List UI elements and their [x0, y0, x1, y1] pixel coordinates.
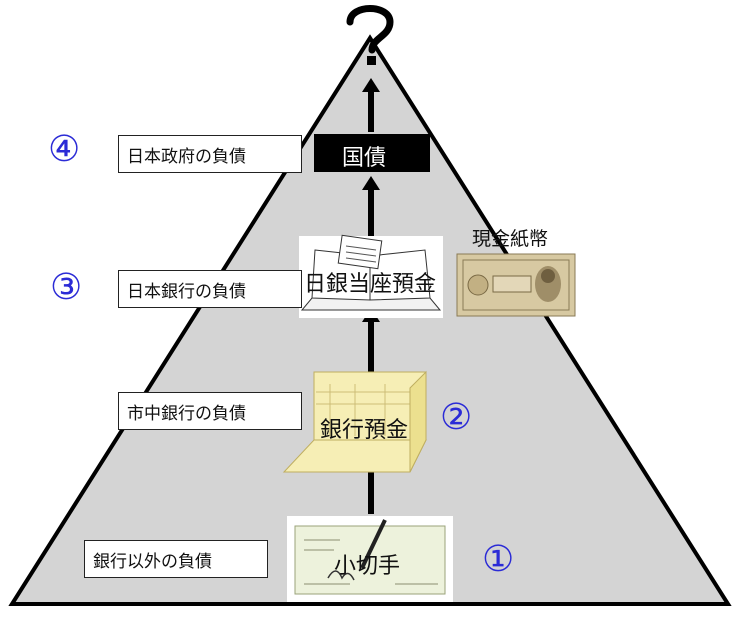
level-3-number: ③ [50, 267, 83, 308]
arrow-4-to-top [362, 78, 380, 132]
level-1-label: 銀行以外の負債 [84, 540, 268, 578]
level-2-label: 市中銀行の負債 [118, 392, 302, 430]
level-2-instrument: 銀行預金 [320, 418, 409, 443]
level-3-label-text: 日本銀行の負債 [127, 281, 246, 302]
arrow-3-to-4 [362, 176, 380, 236]
level-2-number: ② [440, 397, 473, 438]
check-with-pen-icon [287, 516, 453, 602]
ledger-book-icon [299, 234, 443, 318]
bond-box [314, 134, 430, 172]
level-3-instrument: 日銀当座預金 [304, 272, 437, 297]
level-1-label-text: 銀行以外の負債 [93, 551, 212, 572]
level-2-label-text: 市中銀行の負債 [127, 403, 246, 424]
question-mark-icon [346, 5, 394, 65]
level-4-label-text: 日本政府の負債 [127, 146, 246, 167]
level-3-label: 日本銀行の負債 [118, 270, 302, 308]
banknote-icon [456, 253, 576, 317]
level-3-side-label: 現金紙幣 [472, 228, 549, 250]
level-4-number: ④ [48, 129, 81, 170]
level-4-label: 日本政府の負債 [118, 135, 302, 173]
level-1-instrument: 小切手 [334, 554, 401, 579]
level-4-instrument: 国債 [342, 146, 387, 171]
level-1-number: ① [482, 539, 515, 580]
passbook-icon [282, 370, 427, 473]
